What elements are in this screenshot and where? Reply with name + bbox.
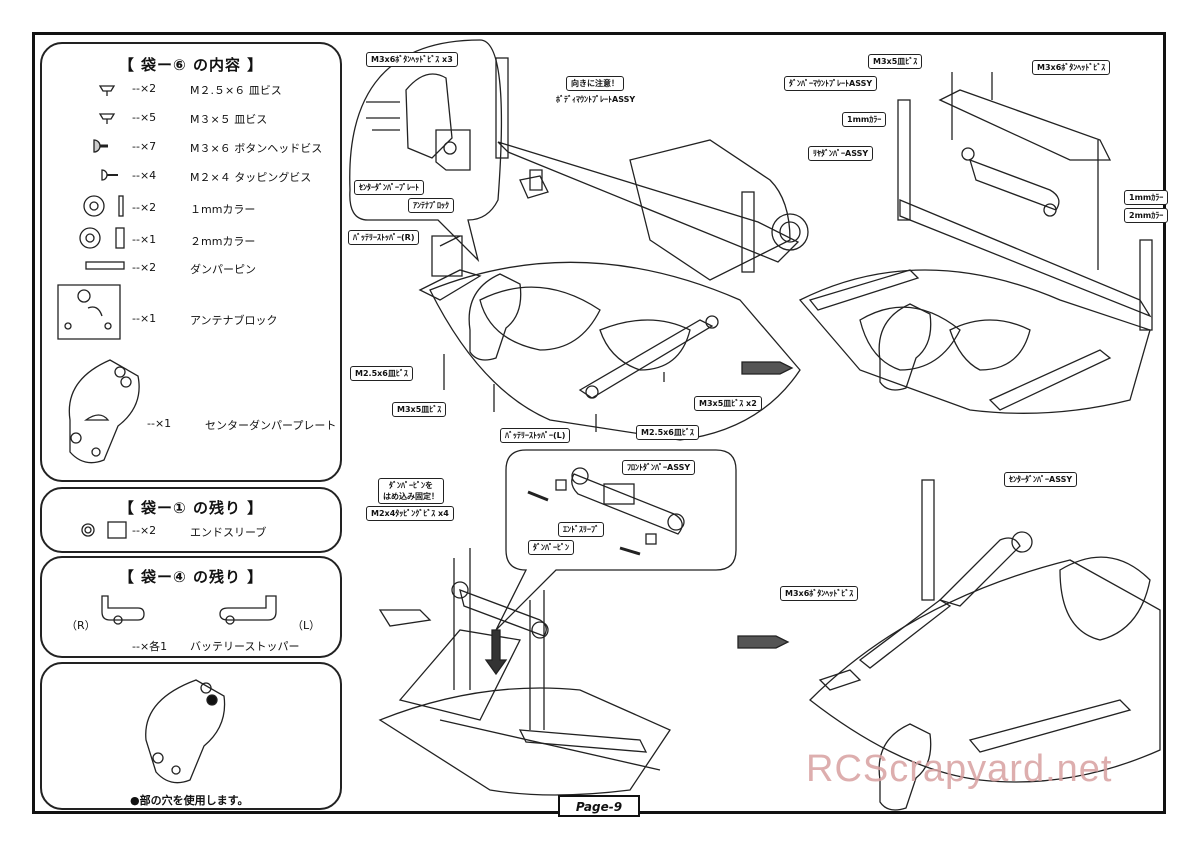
label-battery-r: ﾊﾞｯﾃﾘｰｽﾄｯﾊﾟｰ(R) <box>348 230 420 245</box>
bag4-qty: --×各1 <box>132 640 168 653</box>
collar-1mm-icon <box>83 195 124 217</box>
bag4-name: バッテリーストッパー <box>190 640 300 653</box>
bag4-left-label: （R） <box>66 619 96 632</box>
note-text: ●部の穴を使用します。 <box>130 794 249 807</box>
flat-screw-icon <box>98 113 116 124</box>
label-m3x5-x2: M3x5皿ﾋﾞｽ x2 <box>694 396 762 411</box>
bag6-item-name: M３×５ 皿ビス <box>190 113 268 126</box>
flat-screw-icon <box>98 85 116 96</box>
label-antenna-block: ｱﾝﾃﾅﾌﾞﾛｯｸ <box>408 198 454 213</box>
bag6-item: --×1 <box>147 417 172 430</box>
inset-bubble <box>495 449 737 631</box>
label-collar2: 2mmｶﾗｰ <box>1124 208 1169 223</box>
watermark: RCScrapyard.net <box>806 748 1113 790</box>
center-plate-icon <box>68 359 140 464</box>
bag6-item-name: １mmカラー <box>190 203 256 216</box>
label-collar1-a: 1mmｶﾗｰ <box>842 112 887 127</box>
bag6-item: --×4 <box>132 169 157 182</box>
bag6-item: --×1 <box>132 312 157 325</box>
battery-stopper-icon <box>219 595 277 625</box>
label-rear-damper: ﾘﾔﾀﾞﾝﾊﾟｰASSY <box>808 146 874 161</box>
bag6-item: --×5 <box>132 111 157 124</box>
down-arrow-icon <box>484 629 508 676</box>
bag1-panel: 【 袋ー① の残り 】 <box>40 487 342 553</box>
label-m25x6-b: M2.5x6皿ﾋﾞｽ <box>636 425 699 440</box>
bag6-item: --×2 <box>132 261 157 274</box>
bag6-item-name: M２.５×６ 皿ビス <box>190 84 282 97</box>
bag4-right-label: （L） <box>292 619 321 632</box>
bag6-item-name: アンテナブロック <box>190 314 278 327</box>
chassis-plate-center <box>809 559 1161 783</box>
chassis-plate-front <box>378 687 671 796</box>
bag6-item: --×1 <box>132 233 157 246</box>
bag6-item-name: M３×６ ボタンヘッドビス <box>190 142 323 155</box>
bag6-item-name: M２×４ タッピングビス <box>190 171 312 184</box>
end-sleeve-icon <box>81 521 127 539</box>
bag1-title: 【 袋ー① の残り 】 <box>118 499 264 517</box>
button-screw-icon <box>93 139 108 153</box>
label-center-damper: ｾﾝﾀｰﾀﾞﾝﾊﾟｰASSY <box>1004 472 1078 487</box>
note-panel <box>40 662 342 810</box>
bag6-item-name: ダンパーピン <box>190 263 256 276</box>
collar-2mm-icon <box>79 227 125 249</box>
label-damper-mount: ﾀﾞﾝﾊﾟｰﾏｳﾝﾄﾌﾟﾚｰﾄASSY <box>784 76 878 91</box>
label-m3x6-x3: M3x6ﾎﾞﾀﾝﾍｯﾄﾞﾋﾞｽ x3 <box>366 52 458 67</box>
label-body-mount: ﾎﾞﾃﾞｨﾏｳﾝﾄﾌﾟﾚｰﾄASSY <box>556 95 636 104</box>
label-end-sleeve: ｴﾝﾄﾞｽﾘｰﾌﾞ <box>558 522 604 537</box>
label-m3x5-b: M3x5皿ﾋﾞｽ <box>868 54 923 69</box>
label-m3x5-a: M3x5皿ﾋﾞｽ <box>392 402 447 417</box>
antenna-block-icon <box>57 284 121 340</box>
step-arrow-icon <box>741 361 794 375</box>
label-center-plate: ｾﾝﾀｰﾀﾞﾝﾊﾟｰﾌﾟﾚｰﾄ <box>354 180 424 195</box>
bag6-item: --×2 <box>132 82 157 95</box>
inset-bubble <box>349 39 503 263</box>
bag6-item: --×7 <box>132 140 157 153</box>
tapping-screw-icon <box>101 169 118 181</box>
chassis-plate <box>429 261 801 441</box>
battery-stopper-icon <box>101 595 145 625</box>
chassis-plate-right <box>798 269 1151 414</box>
body-mount-plate <box>497 141 800 263</box>
bag6-title: 【 袋ー⑥ の内容 】 <box>118 56 264 74</box>
page-number: Page-9 <box>558 795 640 817</box>
label-m25x6-a: M2.5x6皿ﾋﾞｽ <box>350 366 413 381</box>
label-collar1-b: 1mmｶﾗｰ <box>1124 190 1169 205</box>
bag6-item-name: センターダンパープレート <box>205 419 337 432</box>
label-damper-pin: ﾀﾞﾝﾊﾟｰﾋﾟﾝ <box>528 540 574 555</box>
plate-hole-icon <box>145 679 226 784</box>
step-arrow-icon <box>737 635 790 649</box>
label-pin-note: ﾀﾞﾝﾊﾟｰﾋﾟﾝを はめ込み固定！ <box>378 478 444 504</box>
label-m2x4-x4: M2x4ﾀｯﾋﾟﾝｸﾞﾋﾞｽ x4 <box>366 506 454 521</box>
bag4-panel: 【 袋ー④ の残り 】 <box>40 556 342 658</box>
bag6-item: --×2 <box>132 201 157 214</box>
label-m3x6-b: M3x6ﾎﾞﾀﾝﾍｯﾄﾞﾋﾞｽ <box>1032 60 1111 75</box>
bag1-name: エンドスリーブ <box>190 526 267 539</box>
damper-pin-icon <box>85 261 125 270</box>
bag4-title: 【 袋ー④ の残り 】 <box>118 568 264 586</box>
label-front-damper: ﾌﾛﾝﾄﾀﾞﾝﾊﾟｰASSY <box>622 460 696 475</box>
label-direction-note: 向きに注意！ <box>566 76 624 91</box>
bag1-qty: --×2 <box>132 524 157 537</box>
label-m3x6-c: M3x6ﾎﾞﾀﾝﾍｯﾄﾞﾋﾞｽ <box>780 586 859 601</box>
bag6-item-name: ２mmカラー <box>190 235 256 248</box>
center-damper-plate <box>468 273 522 361</box>
label-battery-l: ﾊﾞｯﾃﾘｰｽﾄｯﾊﾟｰ(L) <box>500 428 571 443</box>
